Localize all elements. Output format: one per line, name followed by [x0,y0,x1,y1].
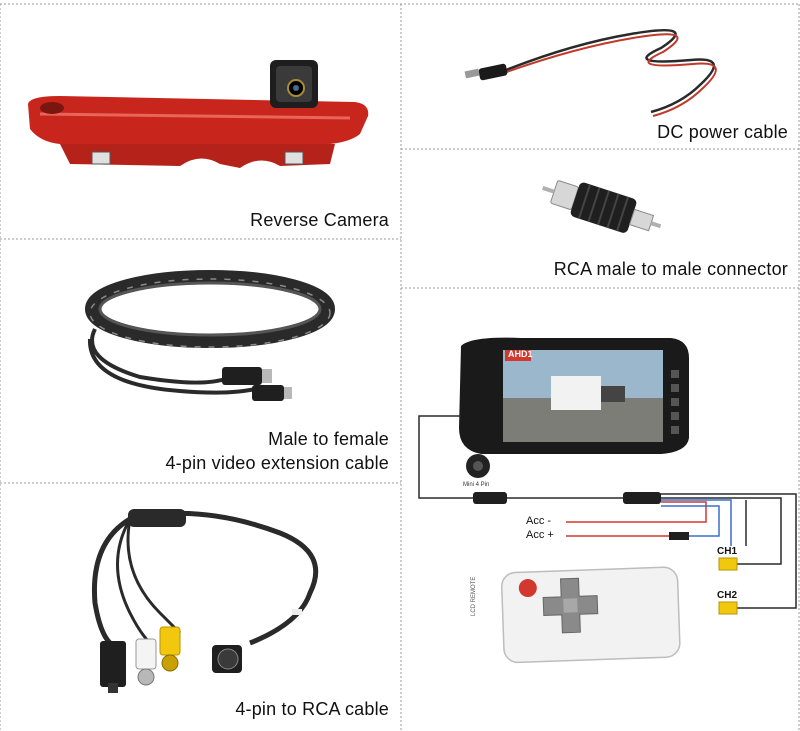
ch2-label: CH2 [717,590,738,601]
rca-cable-illustration [91,509,319,693]
panel-rca-cable: 4-pin to RCA cable [0,483,401,731]
extension-cable-illustration [85,270,335,401]
panel-dc-power-cable: DC power cable [401,4,800,149]
rca-connector-caption: RCA male to male connector [553,259,788,279]
dc-power-cable-illustration [464,28,717,117]
acc-minus-label: Acc - [526,515,552,527]
rca-cable-caption: 4-pin to RCA cable [235,699,389,719]
reverse-camera-illustration [28,60,369,168]
extension-cable-caption-line1: Male to female [268,429,389,449]
dc-power-cable-caption: DC power cable [657,122,788,142]
extension-cable-caption-line2: 4-pin video extension cable [165,453,389,473]
ch1-label: CH1 [717,546,738,557]
remote-label: LCD REMOTE [471,576,477,616]
acc-plus-label: Acc + [526,529,554,541]
mini-pin-label: Mini 4 Pin [463,482,490,488]
panel-extension-cable: Male to female 4-pin video extension cab… [0,239,401,483]
monitor-screen-badge: AHD1 [508,349,533,359]
panel-rca-connector: RCA male to male connector [401,149,800,288]
panel-reverse-camera: Reverse Camera [0,4,401,239]
rca-connector-illustration [542,180,662,233]
reverse-camera-caption: Reverse Camera [250,210,389,230]
panel-monitor-diagram: AHD1 Mini 4 Pin Acc - Acc + CH1 CH2 LCD … [401,288,800,731]
monitor-wiring-diagram [418,337,797,664]
